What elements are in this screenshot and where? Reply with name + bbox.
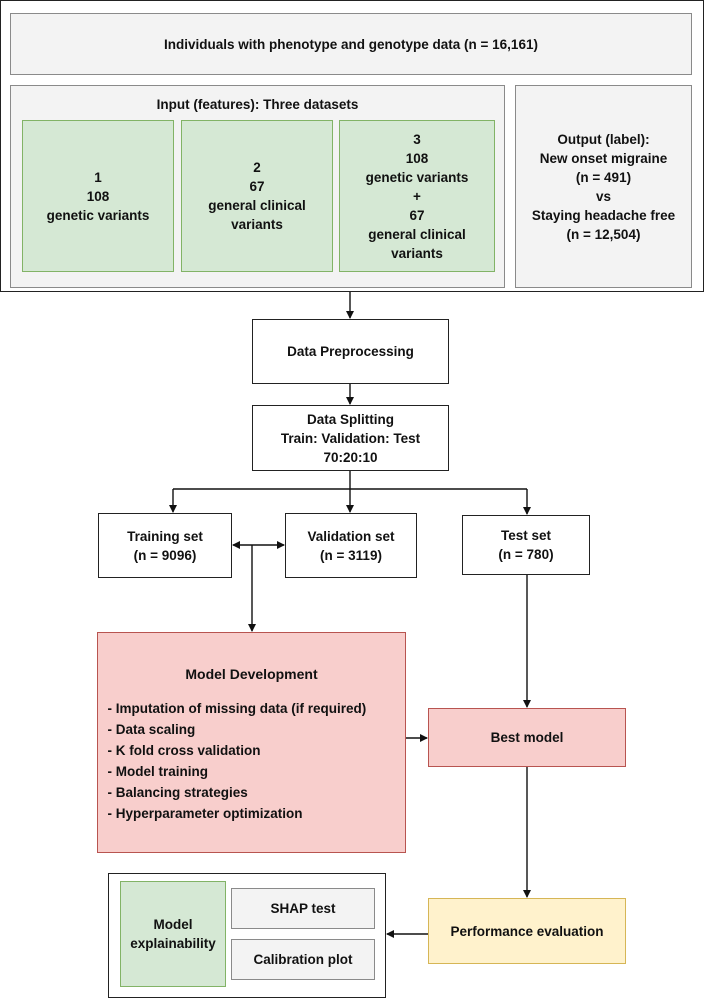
output-label-box: Output (label): New onset migraine (n = … [515,85,692,288]
dataset-2-count: 67 [249,179,265,194]
step-scaling: - Data scaling [107,722,196,737]
test-set-box: Test set (n = 780) [462,515,590,575]
dataset-3-clinical-line2: variants [391,245,443,261]
data-splitting-box: Data Splitting Train: Validation: Test 7… [252,405,449,471]
population-box: Individuals with phenotype and genotype … [10,13,692,75]
training-set-label: Training set [127,528,203,544]
performance-evaluation-label: Performance evaluation [450,923,604,939]
output-count-headache-free: (n = 12,504) [566,226,641,242]
model-development-steps: - Imputation of missing data (if require… [102,698,402,824]
dataset-1-number: 1 [94,169,102,185]
step-kfold: - K fold cross validation [107,743,261,758]
test-set-count: (n = 780) [498,547,554,562]
shap-test-box: SHAP test [231,888,375,929]
calibration-plot-label: Calibration plot [253,952,353,967]
output-class-headache-free: Staying headache free [531,207,676,223]
dataset-1-type: genetic variants [46,207,150,223]
validation-set-box: Validation set (n = 3119) [285,513,417,578]
dataset-1-count: 108 [86,188,110,204]
data-preprocessing-box: Data Preprocessing [252,319,449,384]
model-development-title: Model Development [185,666,318,682]
dataset-2-type-line1: general clinical [208,198,306,213]
step-imputation: - Imputation of missing data (if require… [107,701,367,716]
best-model-label: Best model [490,730,564,745]
output-count-migraine: (n = 491) [575,169,632,185]
best-model-box: Best model [428,708,626,767]
model-development-box: Model Development - Imputation of missin… [97,632,406,853]
dataset-3-plus: + [413,188,421,204]
test-set-label: Test set [500,528,552,543]
training-set-box: Training set (n = 9096) [98,513,232,578]
dataset-3-genetic-type: genetic variants [365,169,469,185]
shap-test-label: SHAP test [270,901,336,916]
data-splitting-subtitle: Train: Validation: Test [280,430,421,446]
validation-set-label: Validation set [307,528,395,544]
model-explainability-line1: Model [153,917,193,932]
dataset-3-genetic-count: 108 [405,150,429,166]
dataset-3-number: 3 [413,131,421,147]
dataset-3-box: 3 108 genetic variants + 67 general clin… [339,120,495,272]
model-explainability-line2: explainability [130,936,216,951]
step-training: - Model training [107,764,209,779]
dataset-2-box: 2 67 general clinical variants [181,120,333,272]
output-vs: vs [595,188,612,204]
calibration-plot-box: Calibration plot [231,939,375,980]
dataset-2-type-line2: variants [231,217,283,232]
dataset-1-box: 1 108 genetic variants [22,120,174,272]
output-class-migraine: New onset migraine [539,150,668,166]
training-set-count: (n = 9096) [133,547,197,563]
data-preprocessing-label: Data Preprocessing [287,344,414,359]
input-title: Input (features): Three datasets [156,97,359,112]
model-explainability-box: Model explainability [120,881,226,987]
step-balancing: - Balancing strategies [107,785,248,800]
data-splitting-ratio: 70:20:10 [323,449,378,465]
step-hyperparameter: - Hyperparameter optimization [107,806,303,821]
dataset-2-number: 2 [253,160,261,175]
dataset-3-clinical-count: 67 [409,207,425,223]
population-title: Individuals with phenotype and genotype … [164,36,538,52]
data-splitting-title: Data Splitting [307,411,394,427]
dataset-3-clinical-line1: general clinical [368,226,466,242]
output-heading: Output (label): [557,131,650,147]
validation-set-count: (n = 3119) [320,547,382,563]
performance-evaluation-box: Performance evaluation [428,898,626,964]
